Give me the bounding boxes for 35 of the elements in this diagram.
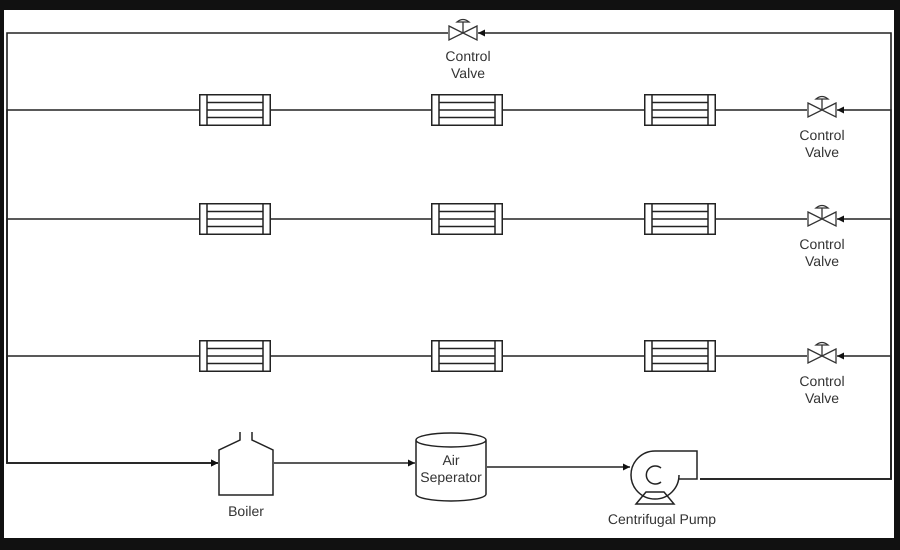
pipe-line xyxy=(503,109,644,111)
pipe-line xyxy=(271,109,431,111)
pipe-line xyxy=(271,355,431,357)
control-valve-symbol xyxy=(807,341,837,363)
component-label: Boiler xyxy=(227,503,265,520)
radiator-symbol xyxy=(644,203,716,235)
component-label: Centrifugal Pump xyxy=(606,511,718,528)
radiator-symbol xyxy=(431,94,503,126)
valve-label: Control Valve xyxy=(798,373,846,407)
pipe-line xyxy=(503,218,644,220)
pipe-line xyxy=(716,355,807,357)
valve-label: Control Valve xyxy=(798,127,846,161)
pipe-line xyxy=(716,218,807,220)
pipe-line xyxy=(503,355,644,357)
boiler-symbol xyxy=(218,430,274,496)
valve-label: Control Valve xyxy=(444,48,492,82)
control-valve-symbol xyxy=(448,18,478,40)
pipe-line xyxy=(6,355,218,466)
control-valve-symbol xyxy=(807,204,837,226)
air-separator-tank xyxy=(415,432,487,502)
pipe-line xyxy=(487,464,630,470)
radiator-symbol xyxy=(199,203,271,235)
pipe-line xyxy=(271,218,431,220)
radiator-symbol xyxy=(644,340,716,372)
radiator-symbol xyxy=(431,340,503,372)
valve-label: Control Valve xyxy=(798,236,846,270)
pipe-line xyxy=(716,109,807,111)
control-valve-symbol xyxy=(807,95,837,117)
radiator-symbol xyxy=(199,340,271,372)
pipe-line xyxy=(700,352,892,480)
tank-label: Air Seperator xyxy=(419,452,483,486)
radiator-symbol xyxy=(644,94,716,126)
radiator-symbol xyxy=(199,94,271,126)
radiator-symbol xyxy=(431,203,503,235)
pipe-line xyxy=(274,460,415,466)
